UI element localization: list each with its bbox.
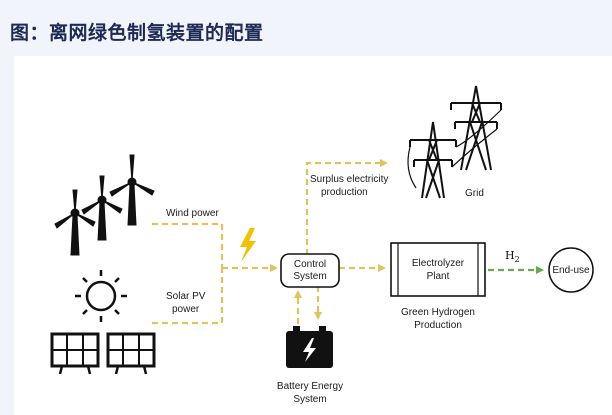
- battery-icon: [286, 326, 333, 368]
- surplus-electricity-label: Surplus electricity: [310, 174, 388, 185]
- h2-label: H2: [505, 249, 520, 264]
- surplus-electricity-label-2: production: [321, 187, 368, 198]
- sun-icon: [75, 270, 127, 322]
- wind-power-label: Wind power: [166, 208, 219, 219]
- battery-energy-label: Battery Energy: [277, 381, 343, 392]
- lightning-icon: [240, 228, 256, 262]
- solar-panel-icon: [50, 332, 156, 375]
- surplus-arrow: [305, 159, 388, 255]
- solar-power-label: Solar PV: [166, 291, 206, 302]
- end-use-circle: [548, 247, 594, 293]
- electrolyzer-label: Electrolyzer: [412, 258, 465, 269]
- green-hydrogen-label: Green Hydrogen: [401, 307, 475, 318]
- green-hydrogen-label-2: Production: [414, 320, 462, 331]
- wind-turbine-icon: [54, 154, 155, 256]
- solar-power-label-2: power: [172, 304, 200, 315]
- power-flow-lines: [152, 159, 388, 325]
- electrolyzer-label-2: Plant: [427, 271, 450, 282]
- control-system-box: [280, 253, 340, 288]
- battery-energy-label-2: System: [293, 394, 326, 405]
- wind-flow-line: [152, 222, 224, 268]
- grid-tower-icon: [407, 85, 502, 199]
- grid-label: Grid: [465, 188, 484, 199]
- electrolyzer-plant-box: [390, 242, 486, 297]
- solar-flow-line: [152, 268, 224, 325]
- page-title: 图：离网绿色制氢装置的配置: [10, 22, 264, 44]
- control-system-label-2: System: [293, 271, 326, 282]
- end-use-label: End-use: [552, 265, 590, 276]
- left-margin-strip: [0, 56, 14, 415]
- control-system-label: Control: [294, 259, 326, 270]
- header-bar: 图：离网绿色制氢装置的配置: [0, 0, 612, 56]
